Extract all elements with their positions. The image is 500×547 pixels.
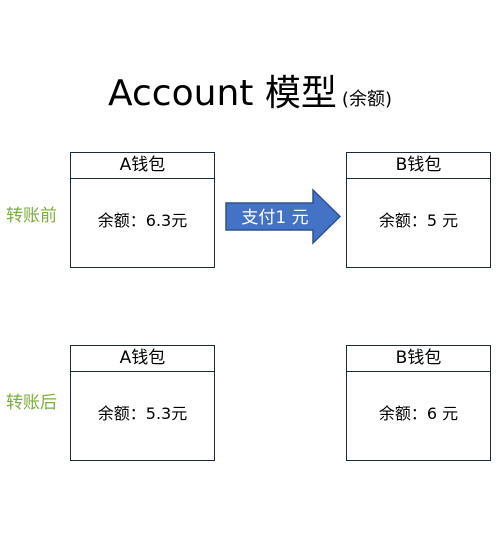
wallet-a-after-balance: 余额：5.3元 [97,404,188,423]
wallet-b-before: B钱包 余额：5 元 [346,152,491,268]
wallet-b-before-balance: 余额：5 元 [378,211,459,230]
wallet-a-before-balance: 余额：6.3元 [97,211,188,230]
wallet-a-before: A钱包 余额：6.3元 [70,152,215,268]
row-label-after: 转账后 [6,393,57,413]
row-label-before: 转账前 [6,206,57,226]
wallet-a-after-header: A钱包 [71,346,214,372]
transfer-arrow-shape [225,188,342,245]
wallet-a-before-header: A钱包 [71,153,214,179]
wallet-a-after: A钱包 余额：5.3元 [70,345,215,461]
diagram-title: Account 模型 (余额) [0,76,500,112]
title-main: Account 模型 [108,73,337,114]
title-subtitle: (余额) [341,89,392,110]
wallet-b-after: B钱包 余额：6 元 [346,345,491,461]
wallet-b-after-header: B钱包 [347,346,490,372]
transfer-arrow-label: 支付1 元 [241,208,308,228]
wallet-b-after-balance: 余额：6 元 [378,404,459,423]
wallet-b-before-header: B钱包 [347,153,490,179]
